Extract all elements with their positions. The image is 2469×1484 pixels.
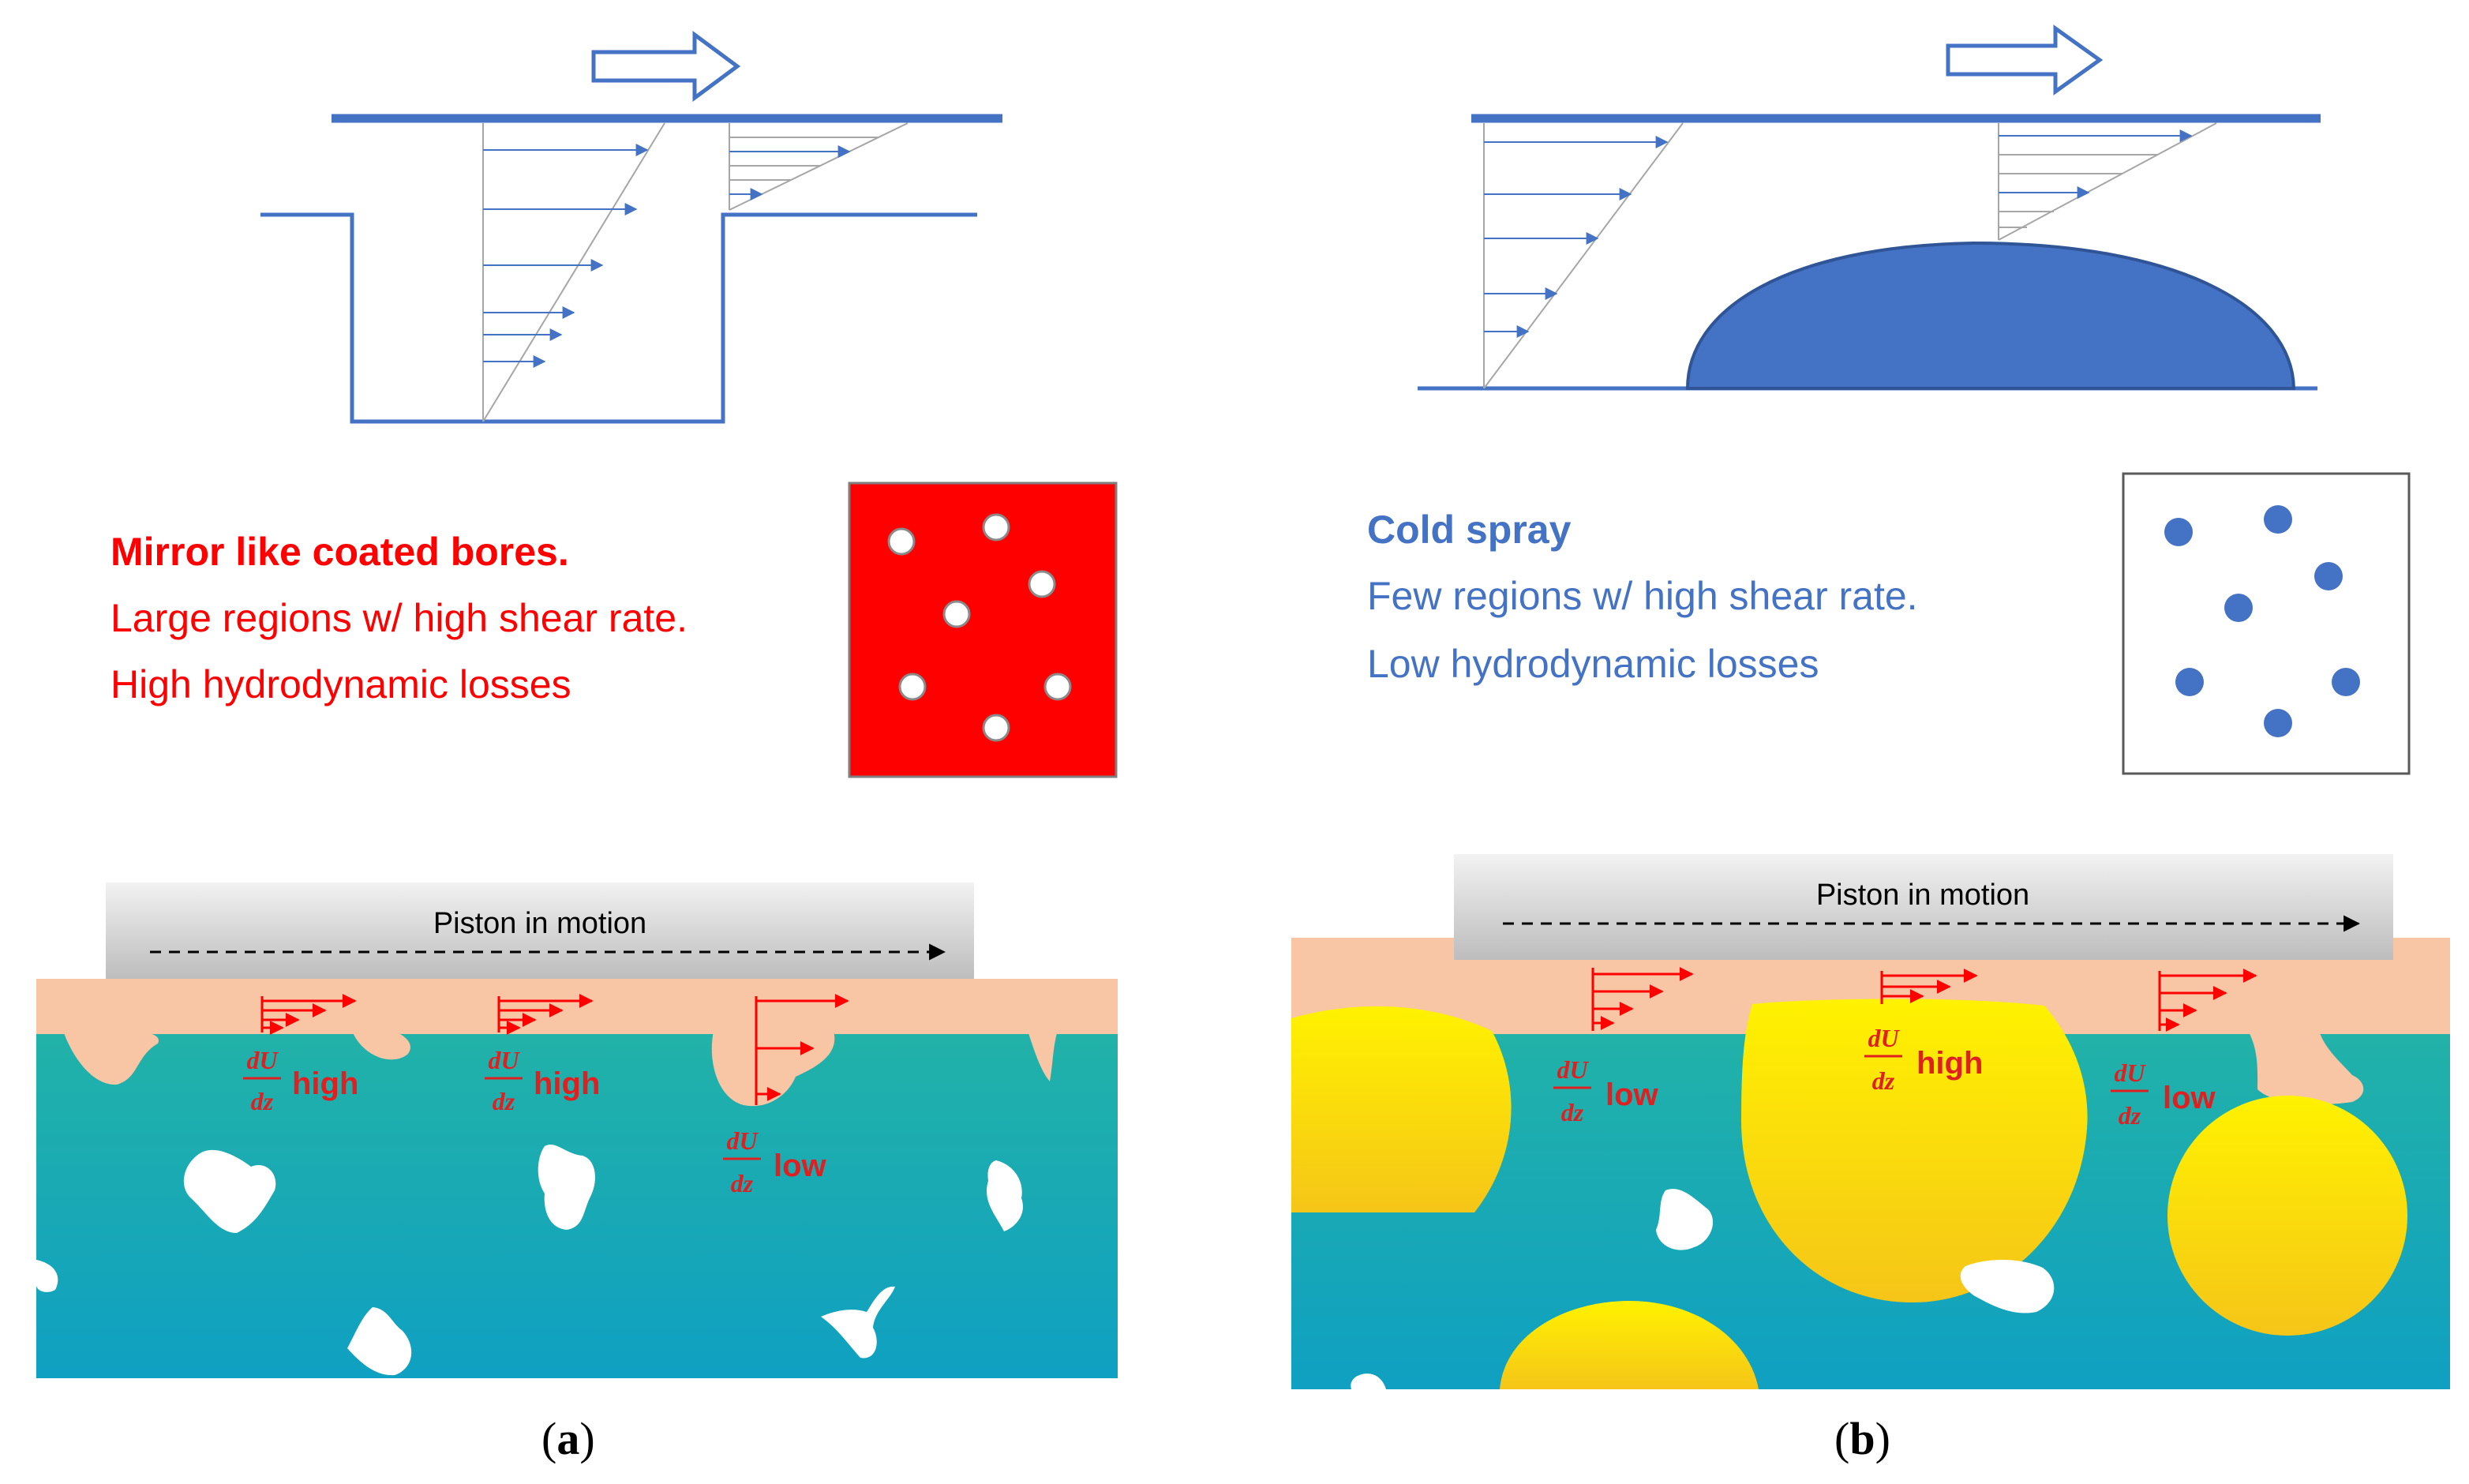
particle-dot	[1043, 673, 1072, 701]
description-title: Mirror like coated bores.	[111, 530, 569, 574]
svg-text:dz: dz	[2119, 1101, 2141, 1130]
svg-text:high: high	[292, 1066, 358, 1101]
coating-pore	[63, 1031, 159, 1085]
cold-spray-particle	[1685, 241, 2296, 390]
description-line: Large regions w/ high shear rate.	[111, 596, 687, 640]
profile-line	[1483, 122, 1684, 389]
svg-text:dz: dz	[1872, 1066, 1895, 1095]
svg-text:dU: dU	[1868, 1024, 1900, 1052]
svg-text:high: high	[1916, 1046, 1983, 1081]
shear-profile	[755, 994, 849, 1105]
piston	[106, 883, 974, 979]
description-title: Cold spray	[1367, 508, 1572, 552]
description-line: Low hydrodynamic losses	[1367, 642, 1819, 686]
coating-layer	[36, 979, 1118, 1034]
shear-profile	[260, 994, 357, 1035]
svg-text:dz: dz	[1561, 1098, 1584, 1126]
cold-spray-particle	[1741, 999, 2088, 1303]
panel-b-cross-section: Piston in motion	[1291, 854, 2450, 1389]
void-inclusion	[183, 1149, 276, 1233]
particle-dot	[2264, 505, 2292, 534]
svg-text:dU: dU	[488, 1046, 520, 1074]
panel-a: Mirror like coated bores. Large regions …	[36, 31, 1118, 1464]
particle-dot	[2264, 709, 2292, 737]
shear-rate-label: dU dz low	[723, 1126, 827, 1197]
profile-line	[1998, 122, 2217, 241]
panel-b-description: Cold spray Few regions w/ high shear rat…	[1367, 508, 1918, 686]
description-line: High hydrodynamic losses	[111, 662, 571, 706]
particle-dot	[942, 600, 971, 628]
shear-profile	[497, 994, 594, 1035]
shear-rate-label: dU dz low	[1553, 1055, 1659, 1126]
svg-text:dU: dU	[2114, 1059, 2146, 1087]
coating-pore	[1028, 1031, 1058, 1081]
svg-text:dz: dz	[251, 1087, 274, 1115]
particle-dot	[898, 673, 927, 701]
shear-rate-label: dU dz high	[485, 1046, 600, 1115]
svg-text:low: low	[774, 1149, 827, 1183]
particle-dot	[2175, 668, 2204, 696]
panel-b-flow-schematic	[1418, 24, 2321, 391]
svg-text:high: high	[534, 1066, 600, 1101]
coating-pore	[2248, 1031, 2364, 1104]
cold-spray-particle	[2167, 1096, 2407, 1336]
panel-a-cross-section: Piston in motion	[36, 883, 1118, 1378]
particle-dot	[2224, 594, 2253, 622]
void-inclusion	[347, 1307, 412, 1376]
piston-label: Piston in motion	[1816, 879, 2029, 912]
shear-profile	[1880, 969, 1978, 1004]
void-inclusion	[538, 1144, 595, 1230]
panel-a-description: Mirror like coated bores. Large regions …	[111, 530, 687, 706]
particle-dot	[2332, 668, 2360, 696]
particle-dot	[982, 714, 1010, 742]
void-inclusion	[821, 1286, 895, 1358]
svg-text:dz: dz	[731, 1169, 754, 1197]
panel-b-legend-box	[2122, 472, 2411, 775]
panel-a-caption: (a)	[541, 1413, 595, 1464]
particle-dot	[982, 513, 1010, 542]
void-inclusion	[36, 1260, 58, 1292]
shear-rate-label: dU dz high	[243, 1046, 358, 1115]
particle-dot	[2164, 518, 2193, 546]
svg-text:(a): (a)	[541, 1413, 595, 1464]
svg-text:dU: dU	[1557, 1055, 1589, 1084]
pocket-wall	[260, 212, 977, 424]
coating-pore	[352, 1031, 410, 1060]
svg-text:dz: dz	[493, 1087, 515, 1115]
motion-arrow-icon	[591, 31, 741, 102]
panel-a-flow-schematic	[260, 31, 1002, 424]
void-inclusion	[1960, 1259, 2055, 1313]
description-line: Few regions w/ high shear rate.	[1367, 574, 1918, 618]
svg-text:(b): (b)	[1834, 1413, 1890, 1464]
piston-label: Piston in motion	[433, 907, 646, 940]
void-inclusion	[1656, 1189, 1714, 1250]
profile-line	[482, 122, 665, 422]
panel-b-caption: (b)	[1834, 1413, 1890, 1464]
svg-text:low: low	[2163, 1081, 2216, 1115]
svg-text:dU: dU	[726, 1126, 759, 1155]
panel-a-legend-box	[848, 482, 1118, 778]
piston	[1454, 854, 2393, 960]
void-inclusion	[987, 1160, 1023, 1231]
shear-profile	[2158, 969, 2257, 1032]
particle-dot	[1028, 570, 1056, 598]
svg-text:low: low	[1605, 1077, 1659, 1112]
void-inclusion	[1351, 1373, 1386, 1389]
panel-b: Cold spray Few regions w/ high shear rat…	[1291, 24, 2450, 1464]
cold-spray-particle	[1291, 1006, 1512, 1212]
shear-rate-label: dU dz high	[1864, 1024, 1983, 1095]
particle-dot	[2314, 562, 2343, 590]
particle-dot	[887, 527, 916, 556]
cold-spray-particle	[1500, 1301, 1759, 1389]
shear-profile	[1591, 967, 1694, 1031]
motion-arrow-icon	[1946, 24, 2104, 96]
shear-rate-label: dU dz low	[2111, 1059, 2216, 1130]
svg-text:dU: dU	[246, 1046, 279, 1074]
